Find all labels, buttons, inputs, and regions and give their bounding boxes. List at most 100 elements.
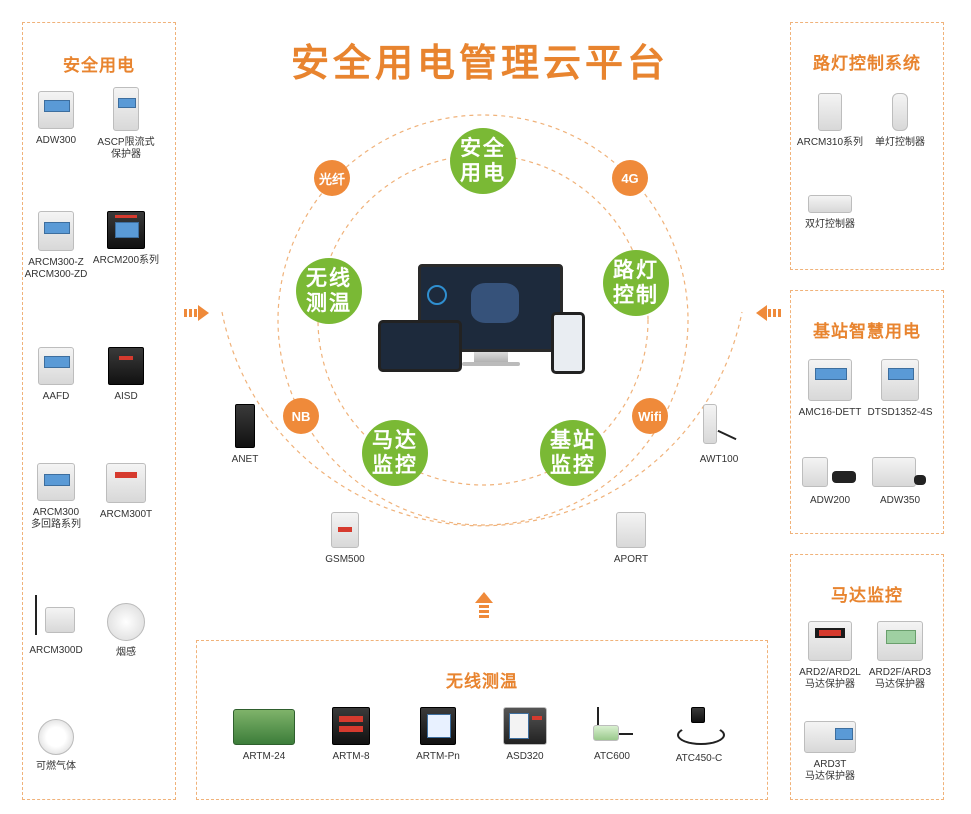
comm-4g: 4G xyxy=(612,160,648,196)
din-module-icon xyxy=(233,709,295,745)
device-label: ARD2F/ARD3 马达保护器 xyxy=(868,667,932,690)
gateway-label: GSM500 xyxy=(325,554,365,565)
node-safe-power: 安全 用电 xyxy=(450,128,516,194)
arrow-right-icon xyxy=(184,305,209,321)
device-dual-lamp: 双灯控制器 xyxy=(785,195,875,231)
sensor-icon xyxy=(671,707,727,747)
device-artm8: ARTM-8 xyxy=(306,707,396,763)
gateway-label: AWT100 xyxy=(699,454,739,465)
comm-nb: NB xyxy=(283,398,319,434)
meter-ct-icon xyxy=(802,457,858,489)
device-label: ADW350 xyxy=(879,495,920,506)
panel-meter-icon xyxy=(420,707,456,745)
device-label: ASCP限流式 保护器 xyxy=(97,137,155,160)
gateway-icon xyxy=(616,512,646,548)
device-label: ADW300 xyxy=(35,135,76,146)
gateway-awt100: AWT100 xyxy=(674,404,764,466)
device-aisd: AISD xyxy=(81,347,171,403)
meter-icon xyxy=(38,211,74,251)
gateway-anet: ANET xyxy=(200,404,290,466)
platform-screens-icon xyxy=(378,264,588,374)
motor-protector-icon xyxy=(804,721,856,753)
device-label: AMC16-DETT xyxy=(798,407,862,418)
device-label: ASD320 xyxy=(506,751,544,762)
device-arcm300-multi: ARCM300 多回路系列 xyxy=(11,463,101,531)
smoke-sensor-icon xyxy=(107,603,145,641)
device-label: 双灯控制器 xyxy=(805,219,855,230)
wireless-meter-icon xyxy=(31,595,81,639)
device-label: 烟感 xyxy=(116,647,136,658)
meter-icon xyxy=(37,463,75,501)
streetlight-panel: 路灯控制系统 ARCM310系列 单灯控制器 双灯控制器 xyxy=(790,22,944,270)
device-amc16: AMC16-DETT xyxy=(785,359,875,419)
device-aafd: AAFD xyxy=(11,347,101,403)
left-panel: 安全用电 ADW300 ASCP限流式 保护器 ARCM300-Z ARCM30… xyxy=(22,22,176,800)
meter-icon xyxy=(106,463,146,503)
panel-meter-icon xyxy=(332,707,370,745)
device-arcm200: ARCM200系列 xyxy=(81,211,171,267)
gateway-icon xyxy=(331,512,359,548)
gateway-icon xyxy=(235,404,255,448)
device-adw350: ADW350 xyxy=(855,457,945,507)
device-single-lamp: 单灯控制器 xyxy=(855,93,945,149)
device-label: ARTM-Pn xyxy=(416,751,460,762)
motor-panel: 马达监控 ARD2/ARD2L 马达保护器 ARD2F/ARD3 马达保护器 A… xyxy=(790,554,944,800)
device-arcm300z: ARCM300-Z ARCM300-ZD xyxy=(11,211,101,281)
device-artmpn: ARTM-Pn xyxy=(393,707,483,763)
device-label: ARCM200系列 xyxy=(92,255,160,266)
device-atc450c: ATC450-C xyxy=(654,707,744,765)
panel-meter-icon xyxy=(503,707,547,745)
device-adw200: ADW200 xyxy=(785,457,875,507)
basestation-panel-title: 基站智慧用电 xyxy=(813,322,921,341)
gas-sensor-icon xyxy=(38,719,74,755)
protector-icon xyxy=(113,87,139,131)
device-ard2: ARD2/ARD2L 马达保护器 xyxy=(785,621,875,691)
device-adw300: ADW300 xyxy=(11,91,101,147)
sensor-icon xyxy=(589,707,635,745)
device-artm24: ARTM-24 xyxy=(219,709,309,763)
meter-icon xyxy=(38,347,74,385)
gateway-icon xyxy=(699,404,739,448)
device-label: 可燃气体 xyxy=(36,761,76,772)
device-label: ARTM-8 xyxy=(332,751,370,762)
device-dtsd1352: DTSD1352-4S xyxy=(855,359,945,419)
gateway-label: APORT xyxy=(613,554,649,565)
wireless-panel: 无线测温 ARTM-24 ARTM-8 ARTM-Pn ASD320 ATC60… xyxy=(196,640,768,800)
device-label: ARD2/ARD2L 马达保护器 xyxy=(799,667,861,690)
device-ard3t: ARD3T 马达保护器 xyxy=(785,721,875,783)
meter-icon xyxy=(881,359,919,401)
panel-meter-icon xyxy=(107,211,145,249)
detector-icon xyxy=(108,347,144,385)
device-smoke: 烟感 xyxy=(81,603,171,659)
device-label: ARTM-24 xyxy=(242,751,286,762)
device-arcm310: ARCM310系列 xyxy=(785,93,875,149)
device-label: 单灯控制器 xyxy=(875,137,925,148)
device-atc600: ATC600 xyxy=(567,707,657,763)
meter-icon xyxy=(38,91,74,129)
left-panel-title: 安全用电 xyxy=(63,56,135,75)
node-streetlight: 路灯 控制 xyxy=(603,250,669,316)
basestation-panel: 基站智慧用电 AMC16-DETT DTSD1352-4S ADW200 ADW… xyxy=(790,290,944,534)
motor-protector-icon xyxy=(808,621,852,661)
device-ard2f: ARD2F/ARD3 马达保护器 xyxy=(855,621,945,691)
device-arcm300t: ARCM300T xyxy=(81,463,171,521)
device-label: ARCM300T xyxy=(99,509,153,520)
node-basestation: 基站 监控 xyxy=(540,420,606,486)
comm-wifi: Wifi xyxy=(632,398,668,434)
node-motor: 马达 监控 xyxy=(362,420,428,486)
controller-icon xyxy=(818,93,842,131)
device-label: ARCM300D xyxy=(29,645,83,656)
device-label: ATC450-C xyxy=(675,753,723,764)
device-label: ADW200 xyxy=(809,495,850,506)
arrow-left-icon xyxy=(756,305,781,321)
device-label: ARCM310系列 xyxy=(796,137,864,148)
meter-ct-icon xyxy=(872,457,928,489)
device-label: AISD xyxy=(114,391,138,402)
motor-panel-title: 马达监控 xyxy=(831,586,903,605)
device-label: AAFD xyxy=(42,391,70,402)
dual-lamp-icon xyxy=(808,195,852,213)
device-asd320: ASD320 xyxy=(480,707,570,763)
arrow-up-icon xyxy=(475,592,493,618)
device-label: ARCM300-Z ARCM300-ZD xyxy=(24,257,88,280)
device-ascp: ASCP限流式 保护器 xyxy=(81,87,171,161)
